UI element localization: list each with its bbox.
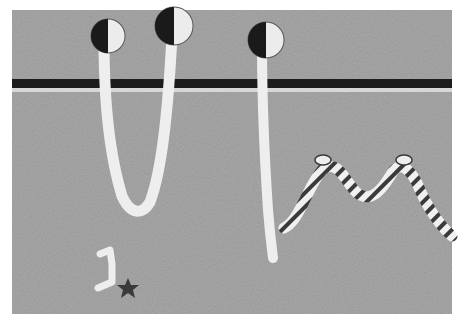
background-panel xyxy=(12,10,452,314)
anchored-head xyxy=(155,7,193,45)
coil-anchor-bead xyxy=(396,155,412,165)
anchored-head xyxy=(248,22,284,58)
membrane-band-highlight xyxy=(12,88,452,92)
anchored-head xyxy=(91,19,125,53)
membrane-band xyxy=(12,79,452,88)
coil-anchor-bead xyxy=(315,155,331,165)
